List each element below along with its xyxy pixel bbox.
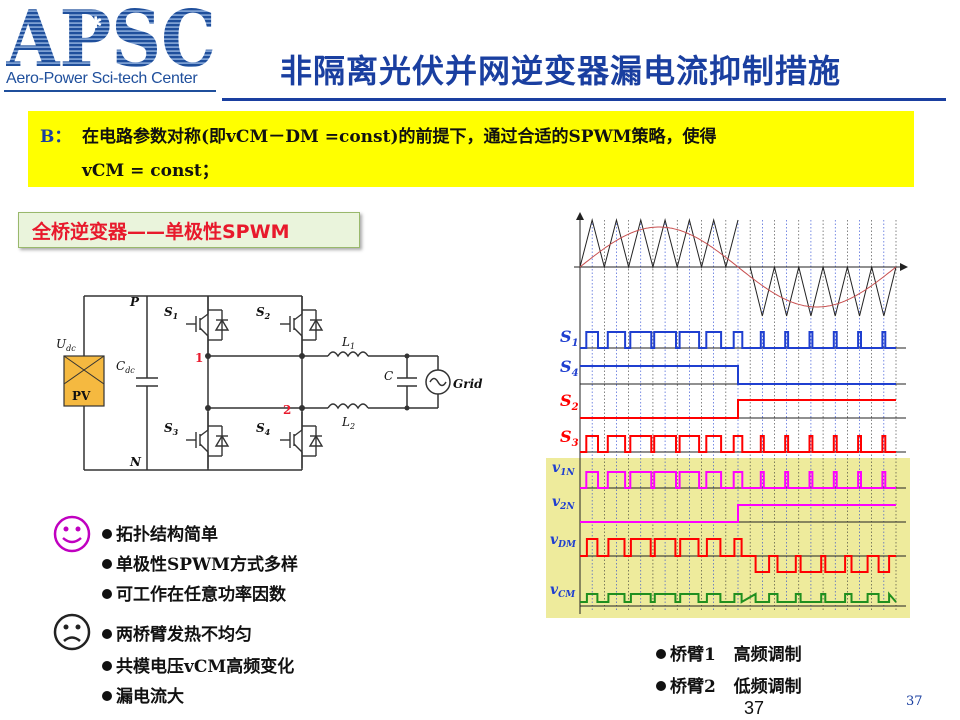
- trace-v2n: [580, 504, 896, 523]
- c-label: C: [384, 369, 393, 383]
- trace-s1: [580, 331, 896, 349]
- smiley-icon: [53, 515, 91, 553]
- grid-label: Grid: [453, 377, 483, 391]
- l1-label: L1: [341, 335, 355, 351]
- page-title: 非隔离光伏并网逆变器漏电流抑制措施: [280, 52, 842, 90]
- trace-v1n: [580, 471, 896, 489]
- logo-text: APSC: [6, 4, 216, 70]
- y-axis-arrow: [576, 212, 584, 220]
- label-s4: S4: [560, 357, 579, 379]
- slide-number: 37: [906, 694, 923, 709]
- legend-item-arm-1: 桥臂1 高频调制: [656, 640, 802, 665]
- page-number: 37: [744, 698, 765, 718]
- p-label: P: [129, 295, 140, 309]
- sine-reference: [579, 226, 897, 308]
- statement-label: B：: [40, 127, 72, 147]
- trace-vdm: [580, 538, 896, 573]
- logo-underline: [4, 90, 216, 92]
- x-axis-arrow: [900, 263, 908, 271]
- udc-label: Udc: [56, 337, 76, 353]
- logo-subtitle: Aero-Power Sci-tech Center: [6, 70, 198, 87]
- s3-label: S3: [164, 421, 179, 437]
- trace-s3: [580, 435, 896, 453]
- waveform-traces: [579, 218, 897, 604]
- s4-label: S4: [256, 421, 271, 437]
- pv-source: [63, 355, 105, 407]
- pv-label: PV: [72, 389, 91, 403]
- star-icon: ✱: [89, 13, 102, 32]
- bridge-title: 全桥逆变器——单极性SPWM: [32, 221, 290, 243]
- waveform-diagram: S1 S4 S2 S3 v1N v2N vDM vCM: [546, 212, 910, 618]
- carrier-positive: [579, 218, 739, 269]
- con-item: 两桥臂发热不均匀: [102, 620, 252, 645]
- s1-label: S1: [164, 305, 178, 321]
- n-label: N: [129, 455, 142, 469]
- trace-s4: [580, 365, 896, 385]
- con-item: 共模电压vCM高频变化: [102, 652, 294, 677]
- label-s1: S1: [560, 327, 579, 349]
- l2-label: L2: [341, 415, 355, 431]
- carrier-negative: [749, 266, 897, 317]
- statement-line-2: vCM = const；: [82, 161, 219, 181]
- label-s3: S3: [560, 427, 579, 449]
- pro-item: 可工作在任意功率因数: [102, 580, 286, 605]
- pro-item: 单极性SPWM方式多样: [102, 550, 298, 575]
- full-bridge-circuit: PV Udc Cdc P N S1 S2 S3 S4 L1 L2 C Grid …: [56, 295, 483, 471]
- node-2-label: 2: [283, 403, 291, 417]
- statement-line-1: 在电路参数对称(即vCM－DM =const)的前提下，通过合适的SPWM策略，…: [82, 127, 717, 147]
- trace-vcm: [580, 591, 897, 604]
- con-item: 漏电流大: [102, 682, 184, 707]
- cdc-label: Cdc: [116, 359, 135, 375]
- pro-item: 拓扑结构简单: [102, 520, 218, 545]
- legend-item-arm-2: 桥臂2 低频调制: [656, 672, 802, 697]
- bridge-title-box: [18, 212, 360, 248]
- sad-face-icon: [53, 613, 91, 651]
- statement-box: [28, 111, 914, 187]
- node-1-label: 1: [195, 351, 203, 365]
- logo-letters: APSC ✱: [6, 4, 216, 70]
- s2-label: S2: [256, 305, 271, 321]
- trace-s2: [580, 399, 896, 419]
- label-s2: S2: [560, 391, 579, 413]
- voltage-highlight-area: [546, 458, 910, 618]
- title-divider: [222, 98, 946, 101]
